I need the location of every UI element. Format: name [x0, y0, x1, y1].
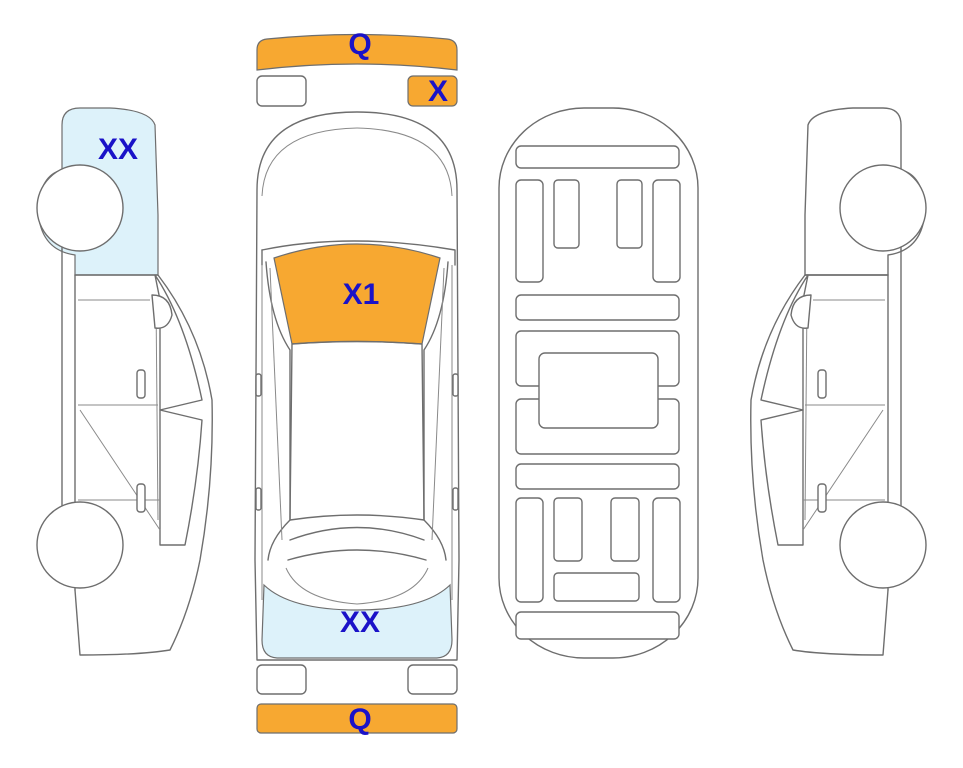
top-view-body [254, 111, 460, 661]
taillight-left[interactable] [256, 664, 307, 695]
car-right-side-view [750, 107, 927, 656]
car-left-side-view: XX [36, 107, 213, 656]
left-side-body [61, 249, 213, 656]
car-underbody-view [498, 107, 699, 659]
headlight-left[interactable] [256, 75, 307, 107]
roof-outline [289, 340, 425, 521]
left-side-front-label: XX [98, 133, 138, 166]
car-top-view: X1 XX [254, 111, 460, 661]
windshield-label: X1 [343, 278, 380, 311]
taillight-right[interactable] [407, 664, 458, 695]
rear-bumper-group: Q [256, 664, 458, 736]
headlight-right[interactable] [407, 75, 458, 107]
rear-window-label: XX [340, 606, 380, 639]
headlight-right-label: X [428, 75, 448, 108]
front-bumper-label: Q [348, 28, 371, 61]
rear-window[interactable] [261, 583, 453, 659]
front-bumper[interactable] [256, 33, 458, 71]
front-bumper-group: Q X [256, 28, 458, 108]
rear-bumper-label: Q [348, 703, 371, 736]
rear-bumper[interactable] [256, 703, 458, 734]
